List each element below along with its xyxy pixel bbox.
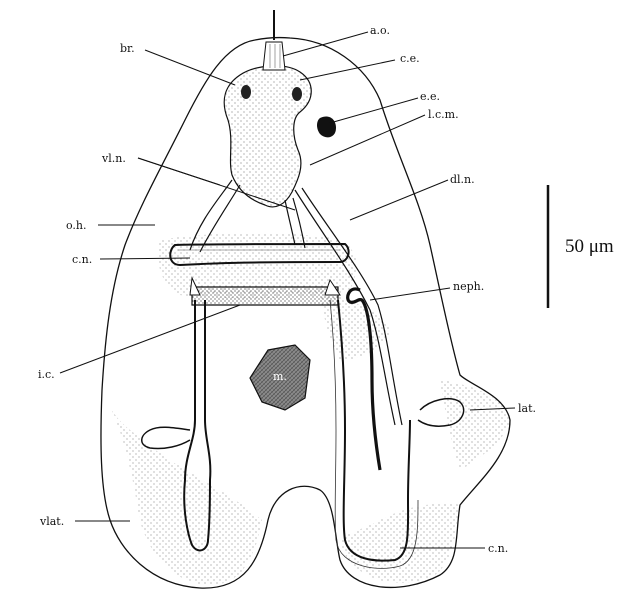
stipple-shading (105, 233, 510, 585)
right-eye-icon (292, 87, 302, 101)
apical-organ (263, 10, 285, 70)
label-ic: i.c. (38, 368, 55, 381)
eye-spot-icon (317, 116, 336, 137)
label-ao: a.o. (370, 24, 390, 37)
scale-bar-label: 50 μm (565, 236, 614, 257)
label-lcm: l.c.m. (428, 108, 459, 121)
label-cn-bottom: c.n. (488, 542, 508, 555)
scale-bar: 50 μm (548, 185, 614, 308)
label-vlat: vlat. (39, 515, 64, 528)
label-br: br. (120, 42, 135, 55)
label-vln: vl.n. (101, 152, 126, 165)
label-neph: neph. (453, 280, 484, 293)
label-lat: lat. (518, 402, 536, 415)
intercommissure-band (192, 287, 338, 305)
left-eye-icon (241, 85, 251, 99)
label-oh: o.h. (66, 219, 87, 232)
label-ce: c.e. (400, 52, 420, 65)
label-cn-top: c.n. (72, 253, 92, 266)
label-m: m. (273, 370, 287, 383)
label-ee: e.e. (420, 90, 440, 103)
label-dln: dl.n. (450, 173, 475, 186)
lateral-nerve-branches (142, 399, 464, 449)
brain (224, 66, 311, 207)
